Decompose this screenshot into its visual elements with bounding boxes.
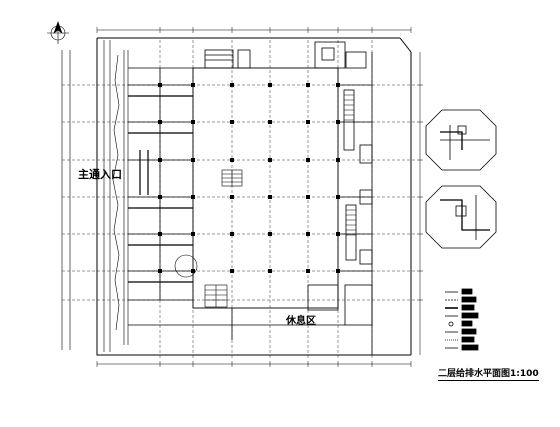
right-wing-rooms: [338, 52, 373, 355]
rest-area-label: 休息区: [286, 316, 316, 327]
sheet-title: 二层给排水平面图1:100: [438, 369, 539, 381]
facade-zigzag: [112, 54, 120, 331]
right-stairs: [344, 94, 356, 236]
left-wing-rooms: [128, 67, 193, 301]
building-outline: [96, 37, 412, 356]
pipe-runs: [128, 95, 193, 283]
detail-octagon-top: [425, 109, 497, 171]
detail-callout: [174, 254, 198, 278]
grid-axes-vertical: [159, 40, 373, 360]
right-dimension-chain: [417, 52, 423, 355]
left-wall-band: [61, 40, 129, 352]
top-service-block: [204, 41, 367, 69]
column-marks: [158, 83, 340, 273]
north-arrow-icon: [47, 21, 69, 44]
grid-axes-horizontal: [62, 84, 416, 301]
center-stair: [221, 169, 243, 187]
top-dimension-chain: [96, 27, 412, 33]
legend: [445, 288, 479, 351]
bottom-rooms: [128, 284, 373, 340]
entrance-label: 主通入口: [78, 168, 122, 181]
main-hall: [192, 67, 339, 309]
detail-octagon-bottom: [425, 185, 497, 249]
bottom-stair: [204, 284, 228, 308]
bottom-dimension-chain: [96, 361, 412, 367]
